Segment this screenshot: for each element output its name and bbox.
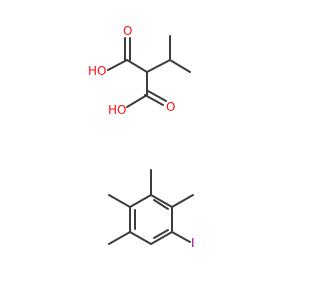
methyl-upper-right <box>171 194 194 208</box>
bond-c1-oh <box>107 59 128 71</box>
atom-ho-lower: HO <box>108 103 126 117</box>
ring-bond-3 <box>150 231 173 245</box>
atom-o-lower: O <box>166 100 175 114</box>
ring-bond-6 <box>129 194 152 208</box>
malonic-acid-isopropyl-structure <box>107 35 191 108</box>
ring-double-1 <box>153 199 169 210</box>
bond-c2-o-a <box>144 94 164 106</box>
ring-double-2 <box>153 229 169 239</box>
atom-iodine: I <box>191 236 195 250</box>
atom-labels-top: HO O HO O <box>88 24 175 117</box>
ring-bond-1 <box>150 194 173 208</box>
bond-c2-oh <box>126 94 148 108</box>
ring-bond-4 <box>129 231 152 245</box>
bond-c2-o-b <box>147 90 167 102</box>
bond-iso-me2 <box>169 59 191 73</box>
bond-c-c1 <box>126 59 148 73</box>
chemical-structures-svg: HO O HO O I <box>88 24 195 250</box>
methyl-lower-left <box>108 231 131 245</box>
structure-canvas: HO O HO O I <box>88 24 195 250</box>
bond-c-iodine <box>171 231 191 243</box>
bond-c-isopropyl <box>146 59 171 73</box>
atom-o-upper: O <box>123 24 132 38</box>
iodo-tetramethylbenzene-structure <box>108 169 194 245</box>
methyl-upper-left <box>108 194 131 208</box>
atom-labels-bottom: I <box>191 236 195 250</box>
atom-ho-upper: HO <box>88 64 106 78</box>
